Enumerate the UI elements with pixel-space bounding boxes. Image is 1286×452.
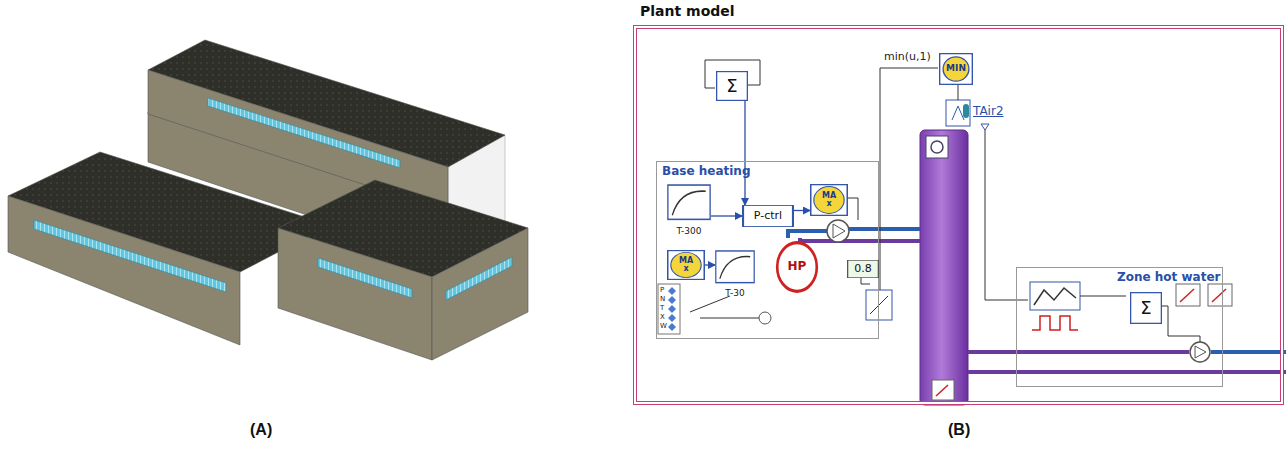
block-label: Σ [716, 76, 748, 96]
sum-block: Σ [716, 71, 748, 101]
block-label: HP [775, 260, 819, 273]
signal-label: TAir2 [973, 104, 1004, 118]
model-frame: Plant modelBase heatingT-300P-ctrlMA xMA… [633, 25, 1284, 405]
filter-block: T-300 [667, 184, 711, 236]
block-label: MIN [939, 64, 973, 74]
panel-label: (A) [250, 421, 272, 439]
controller-block: P-ctrl [742, 205, 794, 227]
port-letter: T [660, 304, 664, 312]
block-label: T-300 [667, 226, 711, 236]
signal-label: min(u,1) [884, 50, 931, 63]
group-box: Zone hot waterΣ [1016, 267, 1223, 387]
signal-connector [744, 101, 745, 205]
port-letter: P [660, 286, 664, 294]
signal-connector [794, 210, 810, 211]
group-heading: Plant model [640, 3, 735, 19]
panel-label: (B) [948, 421, 970, 439]
group-box: Base heatingT-300 P-ctrl MA x MA x T-30 HP 0.8 [656, 161, 879, 339]
block-label: 0.8 [847, 263, 879, 275]
constant-block: 0.8 [847, 260, 879, 278]
block-label: MA x [676, 257, 696, 273]
sum-block: Σ [1130, 292, 1162, 324]
port-letter: X [660, 313, 665, 321]
block-label: P-ctrl [742, 210, 794, 222]
signal-connector [705, 264, 715, 265]
port-letter: N [660, 295, 665, 303]
block-label: MA x [819, 192, 839, 208]
building-model [8, 40, 528, 360]
block-label: T-30 [715, 288, 755, 298]
min-block: MIN [939, 53, 973, 85]
group-heading: Zone hot water [1117, 270, 1220, 284]
moving-average-block: MA x [810, 184, 848, 216]
block-label: Σ [1130, 298, 1162, 318]
signal-connector [711, 215, 742, 216]
plant-decor [658, 60, 1286, 405]
heat-pump: HP [775, 240, 819, 294]
port-letter: W [660, 322, 667, 330]
filter-block: T-30 [715, 250, 755, 298]
moving-average-block: MA x [667, 250, 705, 280]
group-heading: Base heating [662, 164, 750, 178]
